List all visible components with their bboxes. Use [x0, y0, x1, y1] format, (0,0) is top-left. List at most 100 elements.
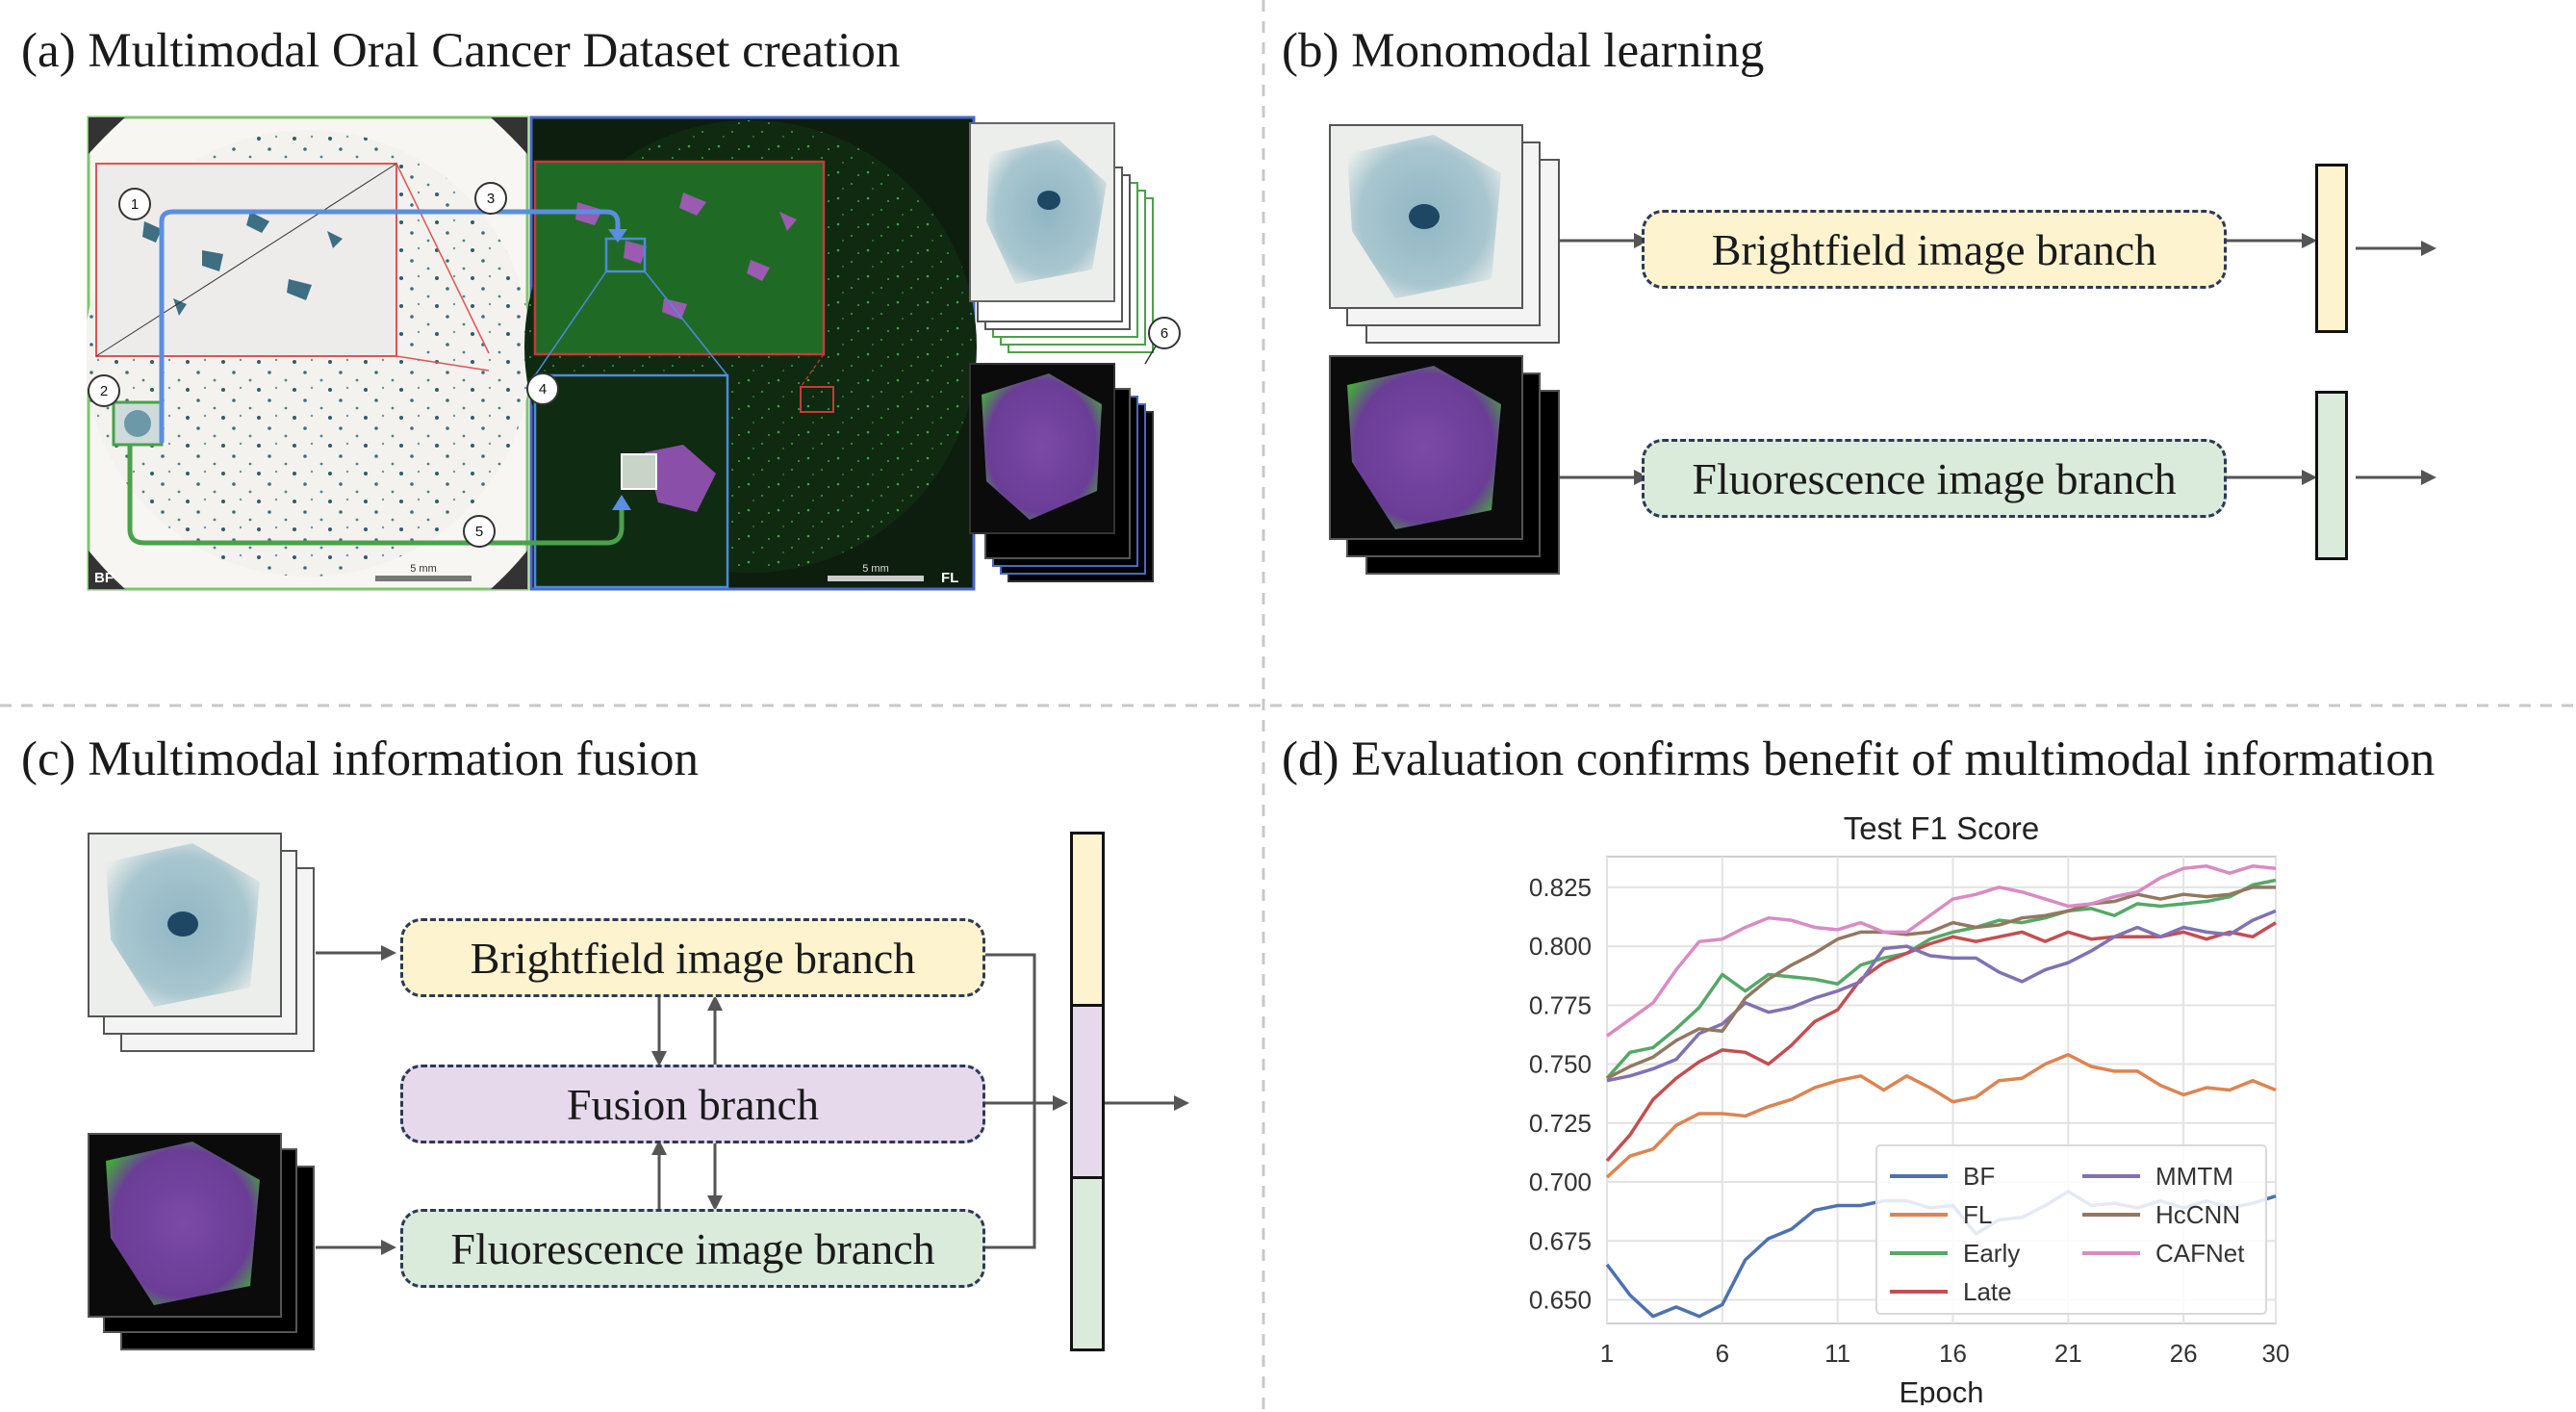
series-line-early [1605, 878, 2277, 1080]
c-final-arrowhead [1174, 1095, 1189, 1111]
fusion-to-bf-arrowhead [707, 995, 723, 1011]
y-tick-label: 0.800 [1529, 932, 1592, 961]
x-tick-label: 11 [1824, 1339, 1850, 1368]
fl-scale-label: 5 mm [862, 563, 889, 575]
marker-2: 2 [88, 374, 120, 407]
bf-merge-line [983, 953, 1036, 1103]
bf-corner-tr [491, 117, 527, 154]
f1-score-chart: 0.650 0.675 0.700 0.725 0.750 0.775 0.800 0.825… [1529, 810, 2290, 1405]
b-fl-feature-vector [2315, 391, 2348, 560]
panel-c-title: (c) Multimodal information fusion [21, 732, 699, 786]
fl-merge-line [983, 1103, 1036, 1249]
bf-scale-label: 5 mm [410, 563, 437, 575]
x-axis-label: Epoch [1900, 1375, 1984, 1405]
monomodal-illustration [1329, 124, 2436, 575]
panel-a-title: (a) Multimodal Oral Cancer Dataset creat… [21, 24, 901, 78]
fl-patch-stack [969, 363, 1154, 582]
bf-input-stack [1329, 124, 1560, 344]
bf-corner-tl [89, 117, 125, 154]
marker-6: 6 [1148, 317, 1181, 349]
c-feature-fusion-segment [1070, 1004, 1105, 1179]
legend-label-hccnn: HcCNN [2155, 1200, 2240, 1229]
fl-final-arrowhead [2421, 470, 2436, 485]
b-brightfield-branch: Brightfield image branch [1642, 210, 2227, 289]
legend-label-bf: BF [1963, 1162, 1995, 1191]
legend-box [1875, 1144, 2267, 1315]
y-tick-label: 0.750 [1529, 1050, 1592, 1079]
legend-label-early: Early [1963, 1239, 2020, 1268]
legend-label-late: Late [1963, 1277, 2012, 1306]
bf-corner-bl [89, 551, 125, 589]
svg-text:2: 2 [100, 383, 108, 399]
marker-5: 5 [463, 515, 496, 548]
bf-output-arrowhead [2302, 233, 2317, 248]
legend-label-mmtm: MMTM [2155, 1162, 2233, 1191]
fl-red-marker [800, 386, 834, 413]
fl-inset-lead-a [534, 270, 607, 376]
blue-link-arrow [159, 209, 621, 443]
fusion-illustration [88, 833, 1189, 1350]
svg-text:4: 4 [539, 381, 547, 398]
y-tick-label: 0.775 [1529, 990, 1592, 1019]
bf-zoom-cells [142, 212, 343, 316]
fl-input-stack [1329, 355, 1560, 575]
bf-zoom-diagonal [95, 163, 397, 357]
y-tick-label: 0.825 [1529, 873, 1592, 902]
bf-zoom-lead-a [395, 163, 490, 354]
c-feature-fl-segment [1070, 1176, 1105, 1351]
marker-6-lead [1144, 344, 1158, 365]
c-brightfield-branch: Brightfield image branch [400, 918, 985, 997]
svg-text:1: 1 [131, 196, 139, 213]
c-feature-bf-segment [1070, 832, 1105, 1007]
marker-3: 3 [474, 182, 507, 215]
fl-scale-bar [828, 576, 924, 581]
c-feature-vector [1070, 832, 1105, 1351]
bf-to-fusion-arrowhead [651, 1051, 667, 1066]
fl-zoom-box [533, 160, 826, 356]
fl-output-arrowhead [2302, 470, 2317, 485]
fusion-to-fl-arrowhead [707, 1195, 723, 1211]
bf-corner-br [491, 551, 527, 589]
c-bf-input-arrowhead [381, 945, 396, 961]
c-bf-input-stack [88, 833, 315, 1052]
panel-d-title: (d) Evaluation confirms benefit of multi… [1282, 732, 2436, 786]
y-tick-label: 0.650 [1529, 1286, 1592, 1315]
c-fl-input-stack [88, 1133, 315, 1350]
series-line-hccnn [1606, 886, 2276, 1080]
fl-inset-selected [621, 453, 657, 490]
bf-zoom-lead-b [395, 355, 490, 372]
marker-4: 4 [526, 372, 559, 405]
bf-scale-bar [375, 576, 472, 581]
legend-label-cafnet: CAFNet [2155, 1239, 2245, 1268]
y-tick-label: 0.700 [1529, 1168, 1592, 1196]
fl-inset-cell [645, 445, 716, 512]
green-link-arrowhead [612, 495, 631, 510]
x-tick-label: 6 [1716, 1339, 1729, 1368]
fl-to-fusion-arrowhead [651, 1140, 667, 1155]
legend-label-fl: FL [1963, 1200, 1992, 1229]
svg-text:3: 3 [487, 191, 495, 207]
series-line-cafnet [1605, 864, 2277, 1038]
x-tick-label: 26 [2170, 1339, 2198, 1368]
x-tick-label: 1 [1600, 1339, 1614, 1368]
svg-text:6: 6 [1160, 325, 1168, 342]
fl-zoom-cell-box [604, 237, 647, 273]
fl-tag: FL [941, 570, 958, 586]
c-fusion-branch: Fusion branch [400, 1065, 985, 1143]
marker-1: 1 [118, 188, 151, 220]
y-tick-label: 0.675 [1529, 1226, 1592, 1255]
fusion-merge-arrowhead [1053, 1095, 1068, 1111]
chart-title: Test F1 Score [1844, 810, 2040, 846]
b-fluorescence-branch: Fluorescence image branch [1642, 439, 2227, 518]
series-line-mmtm [1606, 909, 2277, 1083]
x-tick-label: 16 [1939, 1339, 1967, 1368]
bf-selected-cell [124, 410, 151, 437]
blue-link-arrowhead [608, 229, 627, 243]
fl-inset-lead-b [644, 270, 728, 376]
x-tick-label: 21 [2054, 1339, 2082, 1368]
bf-final-arrowhead [2421, 241, 2436, 256]
green-link-arrow [127, 445, 625, 546]
y-tick-label: 0.725 [1529, 1109, 1592, 1138]
